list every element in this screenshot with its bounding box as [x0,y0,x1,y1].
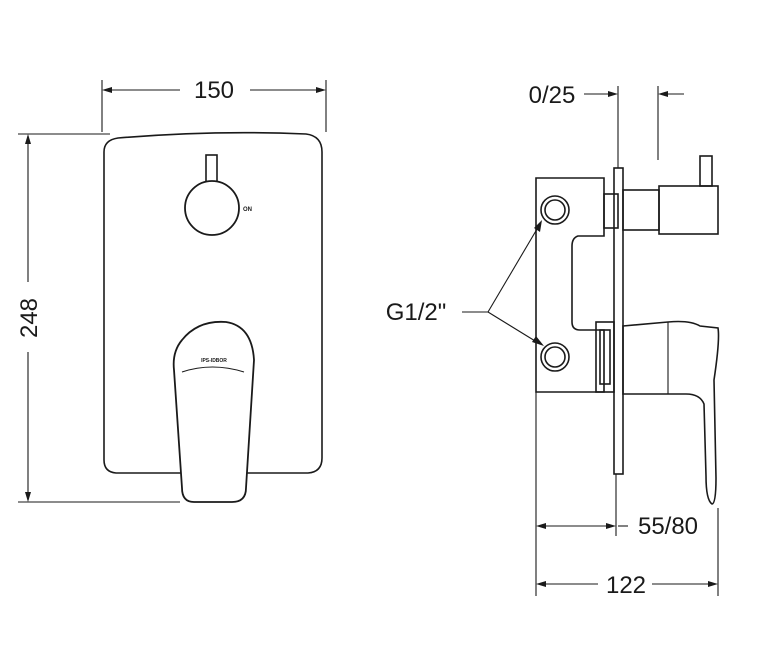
depth-label: 55/80 [638,513,698,540]
mixer-cartridge [595,321,615,393]
knob-on-label: ON [243,207,252,213]
width-dimension: 150 [101,77,327,132]
lever-handle: IPS-IDBOR [172,320,255,503]
height-dimension: 248 [16,133,180,503]
diverter-spindle [603,155,719,235]
side-view: 0/25 [386,82,720,599]
height-label: 248 [16,298,43,338]
top-label: 0/25 [529,82,576,109]
brand-label: IPS-IDBOR [201,358,227,364]
thread-label: G1/2" [386,299,447,326]
concealed-body [535,177,605,393]
total-depth-label: 122 [606,572,646,599]
total-depth-dimension: 122 [536,508,719,599]
front-view: 150 248 ON IPS-IDBOR [16,77,327,503]
depth-dimension: 55/80 [535,392,698,596]
width-label: 150 [194,77,234,104]
cover-plate [103,131,323,474]
wall-plate [613,167,624,475]
diverter-knob: ON [184,154,252,236]
top-dimension: 0/25 [529,82,684,168]
thread-ports [540,195,570,372]
lever-profile [622,320,720,505]
thread-callout: G1/2" [386,220,544,346]
